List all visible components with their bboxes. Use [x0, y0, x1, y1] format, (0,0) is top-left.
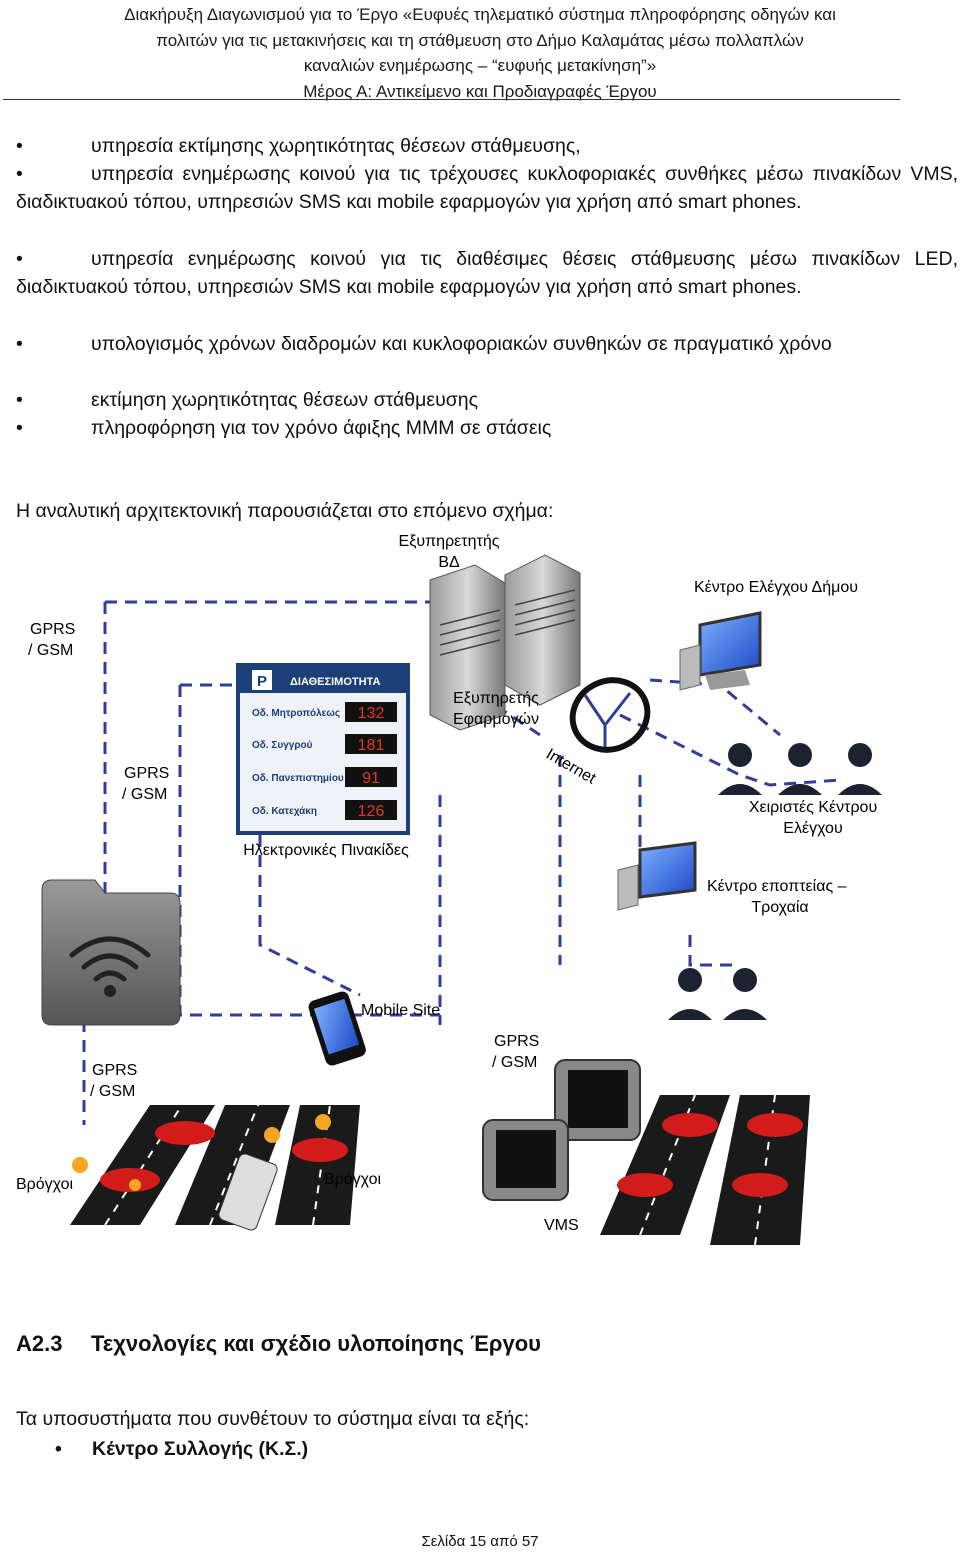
bullet-mark: •: [16, 389, 23, 411]
bullet-mark: •: [16, 163, 23, 185]
diagram-intro: Η αναλυτική αρχιτεκτονική παρουσιάζεται …: [16, 500, 554, 522]
mobile-phone-icon: [308, 991, 366, 1066]
led-row: Οδ. Πανεπιστημίου 91: [252, 767, 397, 787]
led-panel-title: ΔΙΑΘΕΣΙΜΟΤΗΤΑ: [290, 676, 380, 688]
led-value: 132: [358, 705, 385, 722]
app-server-label-1: Εξυπηρετής: [453, 690, 539, 707]
bullet-item: • πληροφόρηση για τον χρόνο άφιξης ΜΜΜ σε…: [16, 414, 958, 442]
bullet-text: υπηρεσία ενημέρωσης κοινού για τις τρέχο…: [16, 163, 958, 214]
bullet-mark: •: [16, 333, 23, 355]
police-officers-icon: [668, 968, 767, 1020]
header-line: Διακήρυξη Διαγωνισμού για το Έργο «Ευφυέ…: [124, 5, 836, 24]
gprs-label-bottom: GPRS: [92, 1062, 137, 1079]
bullet-item: •υπηρεσία ενημέρωσης κοινού για τις τρέχ…: [16, 160, 958, 216]
gprs-label-top-2: / GSM: [28, 642, 73, 659]
parking-logo-icon: P: [257, 673, 267, 690]
bullet-item: •υπηρεσία ενημέρωσης κοινού για τις διαθ…: [16, 245, 958, 301]
car-icon: [100, 1121, 348, 1192]
led-panel: P ΔΙΑΘΕΣΙΜΟΤΗΤΑ Οδ. Μητροπόλεως 132 Οδ. …: [236, 663, 410, 835]
section-title: Τεχνολογίες και σχέδιο υλοποίησης Έργου: [91, 1331, 541, 1356]
vms-label: VMS: [544, 1217, 579, 1234]
page-footer: Σελίδα 15 από 57: [421, 1533, 539, 1550]
internet-label: Internet: [543, 746, 599, 788]
gprs-label-vms: GPRS: [494, 1033, 539, 1050]
bullet-text: υπολογισμός χρόνων διαδρομών και κυκλοφο…: [91, 333, 832, 355]
led-row: Οδ. Κατεχάκη 126: [252, 800, 397, 820]
bullet-mark: •: [16, 417, 23, 439]
wifi-folder-icon: [41, 879, 181, 1026]
subsystems-intro: Τα υποσυστήματα που συνθέτουν το σύστημα…: [16, 1408, 530, 1430]
police-center-pc-icon: [617, 841, 697, 911]
subsystem-item: • Κέντρο Συλλογής (Κ.Σ.): [55, 1438, 308, 1461]
gprs-label-mid: GPRS: [124, 765, 169, 782]
section-number: Α2.3: [16, 1331, 63, 1356]
bus-icon: [218, 1153, 278, 1231]
bullet-item: • υπολογισμός χρόνων διαδρομών και κυκλοφ…: [16, 330, 958, 358]
header-rule: [3, 99, 900, 100]
road-left: [70, 1104, 360, 1226]
led-value: 126: [358, 803, 385, 820]
app-server-label-2: Εφαρμογών: [453, 711, 539, 728]
bullet-item: • υπηρεσία εκτίμησης χωρητικότητας θέσεων…: [16, 132, 958, 160]
bullet-mark: •: [16, 135, 23, 157]
car-icon: [617, 1113, 803, 1197]
led-value: 181: [358, 737, 385, 754]
control-center-pc-icon: [679, 611, 762, 691]
vms-device-icon: [482, 1059, 641, 1201]
bullet-text: πληροφόρηση για τον χρόνο άφιξης ΜΜΜ σε …: [91, 417, 552, 439]
internet-globe-icon: [569, 677, 651, 753]
db-server-label-2: ΒΔ: [438, 554, 460, 571]
architecture-diagram: Εξυπηρετητής ΒΔ Εξυπηρετής Εφαρμογών Int…: [16, 533, 882, 1246]
led-panel-caption: Ηλεκτρονικές Πινακίδες: [243, 842, 409, 859]
page-header: Διακήρυξη Διαγωνισμού για το Έργο «Ευφυέ…: [0, 2, 960, 104]
bullet-text: υπηρεσία ενημέρωσης κοινού για τις διαθέ…: [16, 248, 958, 299]
bullet-item: • εκτίμηση χωρητικότητας θέσεων στάθμευση…: [16, 386, 958, 414]
loops-label-right: Βρόγχοι: [324, 1171, 382, 1188]
gprs-label-mid-2: / GSM: [122, 786, 167, 803]
mobile-site-label: Mobile Site: [361, 1002, 440, 1019]
led-street: Οδ. Πανεπιστημίου: [252, 773, 344, 784]
loops-label-left: Βρόγχοι: [16, 1176, 74, 1193]
db-server-label-1: Εξυπηρετητής: [399, 533, 500, 550]
subsystem-text: Κέντρο Συλλογής (Κ.Σ.): [92, 1438, 309, 1460]
control-center-label: Κέντρο Ελέγχου Δήμου: [694, 579, 858, 596]
header-line: καναλιών ενημέρωσης – “ευφυής μετακίνηση…: [303, 56, 657, 75]
led-value: 91: [362, 770, 380, 787]
led-row: Οδ. Μητροπόλεως 132: [252, 702, 397, 722]
operators-label-1: Χειριστές Κέντρου: [749, 799, 877, 816]
bullet-mark: •: [16, 248, 23, 270]
operators-icon: [718, 743, 882, 795]
loop-sensor-icon: [72, 1114, 331, 1191]
led-street: Οδ. Κατεχάκη: [252, 806, 317, 817]
gprs-label-vms-2: / GSM: [492, 1054, 537, 1071]
db-server-icon: [429, 554, 581, 731]
gprs-label-bottom-2: / GSM: [90, 1083, 135, 1100]
section-heading: Α2.3 Τεχνολογίες και σχέδιο υλοποίησης Έρ…: [16, 1331, 541, 1357]
led-street: Οδ. Συγγρού: [252, 740, 313, 751]
bullet-text: υπηρεσία εκτίμησης χωρητικότητας θέσεων …: [91, 135, 581, 157]
header-line: πολιτών για τις μετακινήσεις και τη στάθ…: [156, 30, 804, 50]
bullet-mark: •: [55, 1438, 62, 1460]
police-label-2: Τροχαία: [751, 899, 808, 916]
header-line: Μέρος Α: Αντικείμενο και Προδιαγραφές Έρ…: [303, 81, 657, 101]
gprs-label-top: GPRS: [30, 621, 75, 638]
operators-label-2: Ελέγχου: [783, 820, 842, 837]
bullet-text: εκτίμηση χωρητικότητας θέσεων στάθμευσης: [91, 389, 479, 411]
led-street: Οδ. Μητροπόλεως: [252, 708, 340, 719]
police-label-1: Κέντρο εποπτείας –: [707, 878, 847, 895]
led-row: Οδ. Συγγρού 181: [252, 734, 397, 754]
